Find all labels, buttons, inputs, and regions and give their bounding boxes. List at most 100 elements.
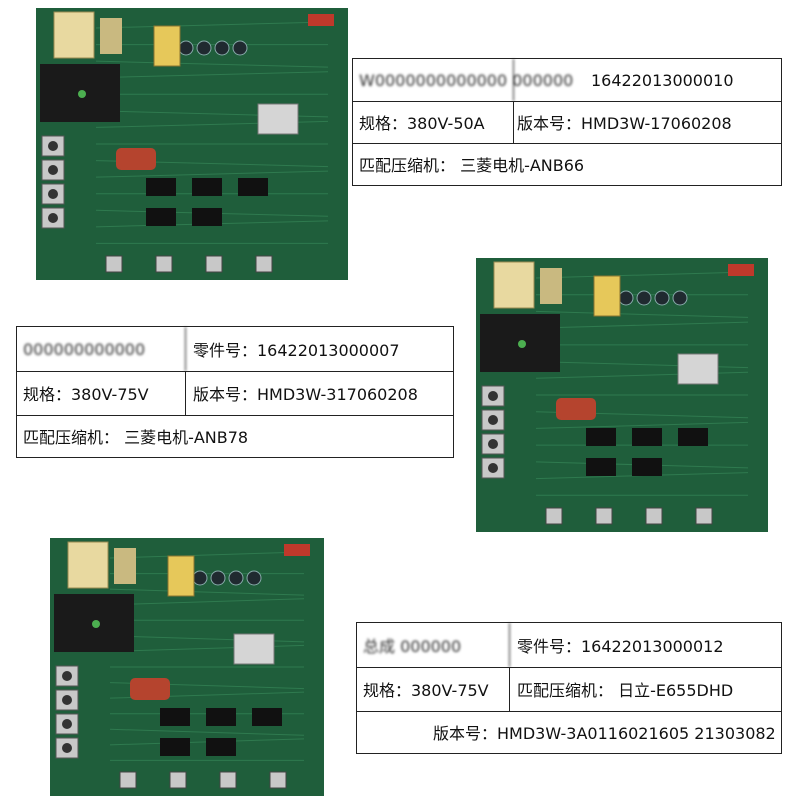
heatsink xyxy=(677,353,719,385)
electrolytic-capacitor xyxy=(654,290,670,306)
bottom-terminal xyxy=(645,507,663,525)
circuit-trace xyxy=(109,588,305,596)
pcb-illustration xyxy=(36,8,348,280)
film-capacitor xyxy=(130,678,170,700)
pin-header xyxy=(308,14,334,26)
bottom-terminal xyxy=(269,771,287,789)
bottom-terminal xyxy=(255,255,273,273)
indicator-led xyxy=(518,340,526,348)
relay xyxy=(493,261,535,309)
screw-head xyxy=(48,213,58,223)
screw-head xyxy=(488,463,498,473)
pcb-illustration xyxy=(476,258,768,532)
bottom-terminal xyxy=(105,255,123,273)
ic-chip xyxy=(238,178,268,196)
bottom-terminal xyxy=(545,507,563,525)
spec-row: 总成 000000 零件号：16422013000012 xyxy=(357,623,781,668)
pcb-illustration xyxy=(50,538,324,796)
heatsink xyxy=(257,103,299,135)
electrolytic-capacitor xyxy=(214,40,230,56)
ic-chip xyxy=(632,458,662,476)
spec-table-2: 000000000000 零件号：16422013000007 规格：380V-… xyxy=(16,326,454,458)
electrolytic-capacitor xyxy=(196,40,212,56)
relay xyxy=(53,11,95,59)
spec-label-blurred: 总成 000000 xyxy=(357,623,510,667)
spec-rating: 规格：380V-50A xyxy=(353,101,514,143)
spec-label-blurred: W0000000000000 000000 xyxy=(353,59,573,101)
compressor-match: 匹配压缩机： 日立-E655DHD xyxy=(517,681,734,700)
screw-head xyxy=(48,165,58,175)
ic-chip xyxy=(632,428,662,446)
pcb-photo-top xyxy=(36,8,348,280)
circuit-trace xyxy=(535,310,749,318)
electrolytic-capacitor xyxy=(210,570,226,586)
ic-chip xyxy=(586,458,616,476)
version-number: 版本号：HMD3W-17060208 xyxy=(517,114,732,133)
relay xyxy=(100,18,122,54)
ic-chip xyxy=(146,178,176,196)
circuit-trace xyxy=(95,170,329,178)
ic-chip xyxy=(206,708,236,726)
indicator-led xyxy=(92,620,100,628)
circuit-trace xyxy=(95,21,329,29)
pin-header xyxy=(284,544,310,556)
spec-row: 规格：380V-75V 匹配压缩机： 日立-E655DHD xyxy=(357,667,781,712)
bottom-terminal xyxy=(695,507,713,525)
screw-head xyxy=(488,439,498,449)
spec-rating: 规格：380V-75V xyxy=(17,371,186,415)
bottom-terminal xyxy=(169,771,187,789)
circuit-trace xyxy=(535,421,749,429)
screw-head xyxy=(488,391,498,401)
electrolytic-capacitor xyxy=(228,570,244,586)
circuit-trace xyxy=(535,321,749,329)
ic-chip xyxy=(206,738,236,756)
electrolytic-capacitor xyxy=(178,40,194,56)
circuit-trace xyxy=(95,71,329,79)
indicator-led xyxy=(78,90,86,98)
screw-head xyxy=(62,743,72,753)
ic-chip xyxy=(252,708,282,726)
ic-chip xyxy=(678,428,708,446)
spec-row: 000000000000 零件号：16422013000007 xyxy=(17,327,453,372)
circuit-trace xyxy=(109,551,305,559)
compressor-match: 匹配压缩机： 三菱电机-ANB78 xyxy=(23,428,249,447)
electrolytic-capacitor xyxy=(672,290,688,306)
film-capacitor xyxy=(556,398,596,420)
screw-head xyxy=(48,189,58,199)
electrolytic-capacitor xyxy=(192,570,208,586)
heatsink xyxy=(233,633,275,665)
version-number: 版本号：HMD3W-3A0116021605 21303082 xyxy=(433,724,776,743)
circuit-trace xyxy=(535,271,749,279)
part-number: 零件号：16422013000007 xyxy=(193,341,400,360)
ic-chip xyxy=(160,738,190,756)
spec-table-1: W0000000000000 000000 16422013000010 规格：… xyxy=(352,58,782,186)
film-capacitor xyxy=(116,148,156,170)
pcb-photo-middle xyxy=(476,258,768,532)
spec-rating: 规格：380V-75V xyxy=(357,667,510,711)
electrolytic-capacitor xyxy=(618,290,634,306)
bottom-terminal xyxy=(155,255,173,273)
electrolytic-capacitor xyxy=(246,570,262,586)
circuit-trace xyxy=(109,598,305,606)
spec-row: W0000000000000 000000 16422013000010 xyxy=(353,59,781,102)
circuit-trace xyxy=(109,728,305,736)
bottom-terminal xyxy=(595,507,613,525)
screw-head xyxy=(62,719,72,729)
inductor xyxy=(153,25,181,67)
pin-header xyxy=(728,264,754,276)
bottom-terminal xyxy=(205,255,223,273)
compressor-match: 匹配压缩机： 三菱电机-ANB66 xyxy=(359,156,585,175)
part-number: 零件号：16422013000012 xyxy=(517,637,724,656)
part-number: 16422013000010 xyxy=(591,70,734,90)
ic-chip xyxy=(192,208,222,226)
bottom-terminal xyxy=(119,771,137,789)
circuit-trace xyxy=(95,60,329,68)
spec-row: 规格：380V-50A 版本号：HMD3W-17060208 xyxy=(353,101,781,144)
ic-chip xyxy=(586,428,616,446)
spec-row: 规格：380V-75V 版本号：HMD3W-317060208 xyxy=(17,371,453,416)
spec-label-blurred: 000000000000 xyxy=(17,327,186,371)
spec-row: 匹配压缩机： 三菱电机-ANB66 xyxy=(353,143,781,185)
electrolytic-capacitor xyxy=(232,40,248,56)
screw-head xyxy=(62,695,72,705)
inductor xyxy=(593,275,621,317)
